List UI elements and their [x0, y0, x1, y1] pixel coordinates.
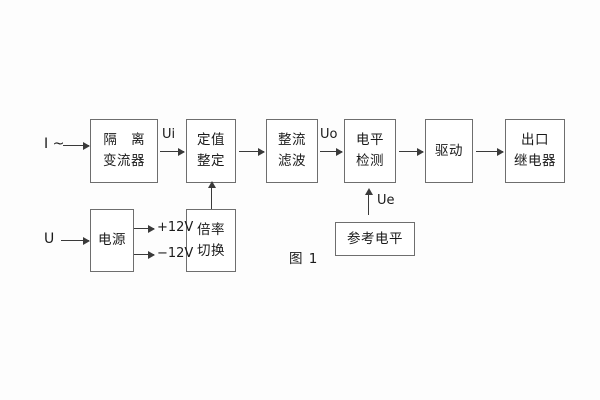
signal-label-ui: Ui — [162, 127, 176, 142]
block-setting-adjustment-line-2: 整定 — [197, 153, 225, 169]
block-power-supply: 电源 — [90, 209, 134, 272]
connector-level-to-drive — [399, 147, 424, 156]
block-level-detection-line-1: 电平 — [356, 132, 384, 149]
block-power-supply-line-1: 电源 — [98, 232, 126, 249]
connector-reference-to-level — [364, 188, 373, 215]
signal-label-rail-positive: +12V — [157, 220, 194, 235]
signal-label-ue: Ue — [377, 193, 395, 208]
block-setting-adjustment-line-1: 定值 — [197, 132, 225, 149]
block-output-relay-line-1: 出口 — [521, 132, 549, 149]
block-isolation-transformer-line-2: 变流器 — [103, 153, 145, 169]
connector-isolation-to-setting — [160, 147, 185, 156]
block-drive: 驱动 — [425, 119, 473, 183]
voltage-input-label: U — [44, 231, 55, 247]
block-multiplier-switch-line-1: 倍率 — [197, 221, 225, 238]
block-output-relay: 出口 继电器 — [505, 119, 565, 183]
connector-rectify-to-level — [320, 147, 343, 156]
block-level-detection: 电平 检测 — [344, 119, 396, 183]
signal-label-rail-negative: −12V — [157, 246, 194, 261]
connector-setting-to-rectify — [239, 147, 265, 156]
block-reference-level-line-1: 参考电平 — [347, 230, 403, 247]
block-isolation-transformer: 隔 离 变流器 — [90, 119, 158, 183]
signal-label-uo: Uo — [320, 127, 338, 142]
block-rectify-filter-line-1: 整流 — [278, 132, 306, 149]
current-input-label: I ~ — [44, 136, 65, 152]
block-isolation-transformer-line-1: 隔 离 — [103, 132, 150, 149]
block-output-relay-line-2: 继电器 — [514, 153, 556, 169]
block-level-detection-line-2: 检测 — [356, 153, 384, 169]
block-multiplier-switch: 倍率 切换 — [186, 209, 236, 272]
voltage-input-arrow — [61, 236, 90, 245]
rail-positive-arrow — [134, 224, 155, 233]
connector-drive-to-output-relay — [476, 147, 504, 156]
connector-multiplier-to-setting — [207, 181, 216, 209]
block-rectify-filter-line-2: 滤波 — [278, 153, 306, 169]
block-drive-line-1: 驱动 — [435, 142, 463, 159]
block-setting-adjustment: 定值 整定 — [186, 119, 236, 183]
rail-negative-arrow — [134, 250, 155, 259]
figure-caption: 图 1 — [289, 251, 319, 267]
current-input-arrow — [63, 141, 90, 150]
block-reference-level: 参考电平 — [335, 222, 415, 256]
block-multiplier-switch-line-2: 切换 — [197, 242, 225, 259]
block-rectify-filter: 整流 滤波 — [266, 119, 318, 183]
